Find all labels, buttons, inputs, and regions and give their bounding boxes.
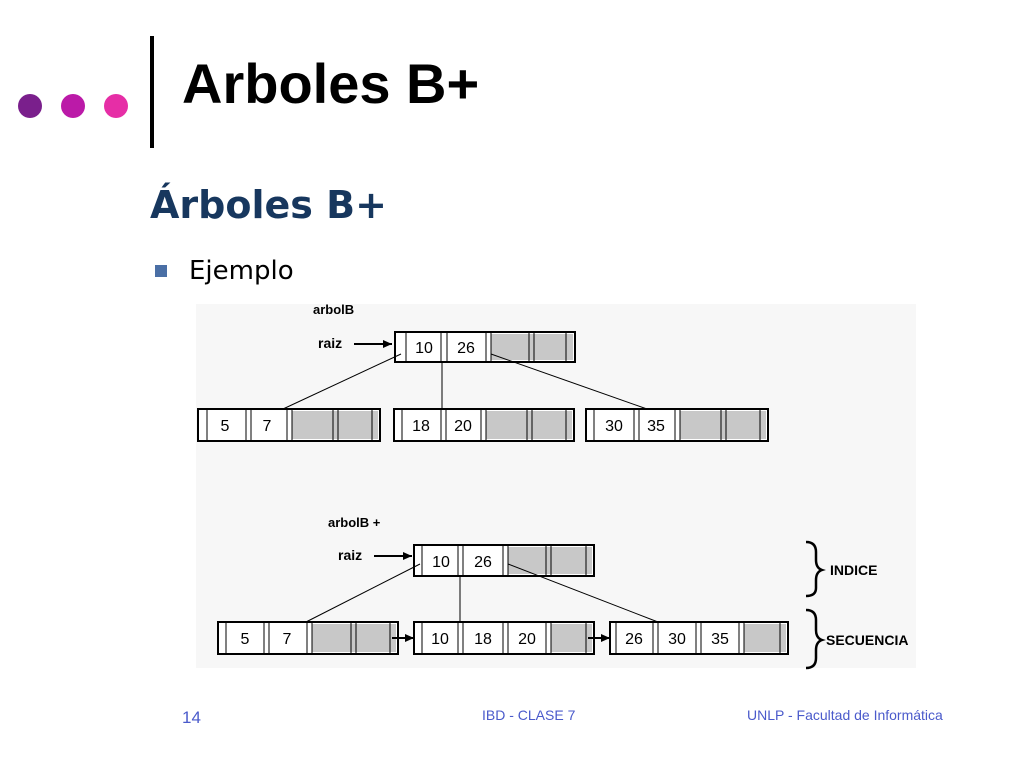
btree-root-label: raiz (318, 335, 342, 351)
btree-label: arbolB (313, 302, 354, 317)
bplus-leaf-3-key-2: 30 (668, 631, 686, 648)
sequence-label: SECUENCIA (826, 632, 908, 648)
slide-title: Arboles B+ (182, 52, 480, 115)
btree-pointer-1 (282, 353, 402, 410)
btree-figure: arbolB raiz 10 26 5 7 (196, 296, 920, 677)
bplus-label: arbolB + (328, 515, 381, 530)
bplus-leaf-2-key-3: 20 (518, 631, 536, 648)
bplus-leaf-1-key-1: 5 (241, 631, 250, 648)
sequence-brace-icon (805, 608, 826, 670)
bplus-leaf-1-key-2: 7 (283, 631, 292, 648)
footer-course: IBD - CLASE 7 (482, 707, 576, 723)
page-number: 14 (182, 708, 201, 727)
bplus-leaf-3-key-1: 26 (625, 631, 643, 648)
btree-leaf-2-key-1: 18 (412, 418, 430, 435)
btree-leaf-2: 18 20 (393, 408, 575, 442)
header-dot-1 (18, 94, 42, 118)
index-brace-icon (805, 540, 826, 598)
header-divider (150, 36, 154, 148)
bplus-root-key-1: 10 (432, 554, 450, 571)
btree-root-key-1: 10 (415, 340, 433, 357)
header-dot-3 (104, 94, 128, 118)
btree-diagram: arbolB raiz 10 26 5 7 (196, 302, 916, 670)
btree-leaf-1: 5 7 (197, 408, 381, 442)
bullet-item: Ejemplo (155, 256, 294, 286)
figure-background (196, 304, 916, 668)
btree-root-key-2: 26 (457, 340, 475, 357)
bplus-leaf-2: 10 18 20 (413, 621, 595, 655)
btree-leaf-3-key-1: 30 (605, 418, 623, 435)
slide-subtitle: Árboles B+ (150, 183, 387, 227)
btree-pointer-3 (490, 353, 648, 410)
bplus-root-node: 10 26 (413, 544, 595, 577)
btree-leaf-3: 30 35 (585, 408, 769, 442)
bplus-root-label: raiz (338, 547, 362, 563)
bplus-leaf-1: 5 7 (217, 621, 399, 655)
bplus-leaf-3-key-3: 35 (711, 631, 729, 648)
btree-root-node: 10 26 (394, 331, 576, 363)
btree-leaf-2-key-2: 20 (454, 418, 472, 435)
bplus-pointer-1 (305, 563, 421, 623)
btree-leaf-1-key-1: 5 (221, 418, 230, 435)
bplus-root-key-2: 26 (474, 554, 492, 571)
bplus-leaf-2-key-2: 18 (474, 631, 492, 648)
bullet-text: Ejemplo (189, 256, 294, 286)
header-dot-2 (61, 94, 85, 118)
index-label: INDICE (830, 562, 877, 578)
bullet-square-icon (155, 265, 167, 277)
btree-leaf-3-key-2: 35 (647, 418, 665, 435)
footer-institution: UNLP - Facultad de Informática (747, 707, 943, 723)
bplus-leaf-2-key-1: 10 (431, 631, 449, 648)
btree-leaf-1-key-2: 7 (263, 418, 272, 435)
bplus-leaf-3: 26 30 35 (609, 621, 789, 655)
bplus-pointer-3 (507, 563, 659, 623)
